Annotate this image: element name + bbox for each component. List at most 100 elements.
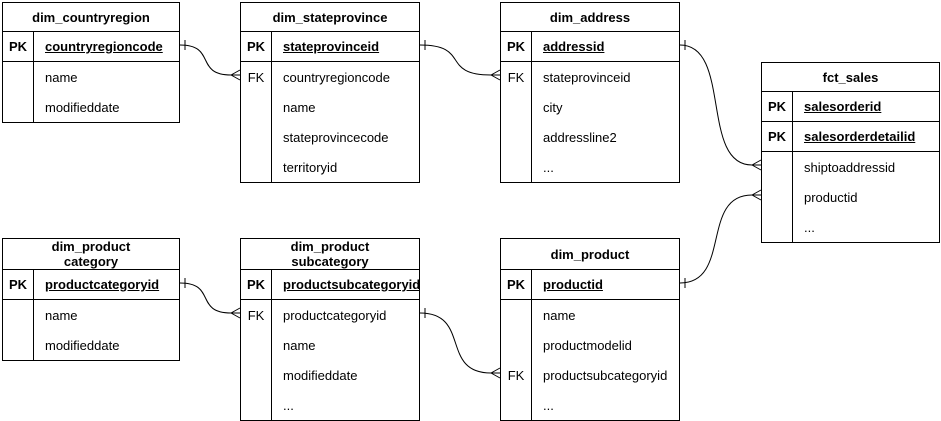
entity-title-line: dim_stateprovince — [272, 9, 388, 25]
field-name: stateprovinceid — [283, 39, 380, 54]
relationship-line — [179, 44, 232, 76]
key-badge-pk: PK — [762, 92, 793, 121]
many-crow-foot-marker — [751, 189, 762, 201]
field-name: productid — [543, 277, 603, 292]
key-cell-empty — [3, 330, 34, 360]
entity-row-_: ... — [762, 212, 939, 242]
key-badge-fk: FK — [501, 360, 532, 390]
field-name: modifieddate — [45, 99, 120, 115]
field-name: territoryid — [283, 159, 338, 175]
field-name: stateprovincecode — [283, 129, 389, 145]
entity-title: dim_product — [501, 239, 679, 270]
entity-title: dim_countryregion — [3, 3, 179, 32]
entity-title-line: fct_sales — [822, 69, 879, 85]
field-name: shiptoaddressid — [804, 159, 896, 175]
key-cell-empty — [501, 300, 532, 330]
key-cell-empty — [501, 330, 532, 360]
entity-row-modifieddate: modifieddate — [241, 360, 419, 390]
entity-row-name: name — [3, 300, 179, 330]
key-cell-empty — [762, 182, 793, 212]
entity-row-productsubcategoryid: PK productsubcategoryid — [241, 270, 419, 300]
key-cell-empty — [501, 122, 532, 152]
entity-row-productcategoryid: FK productcategoryid — [241, 300, 419, 330]
entity-row-productmodelid: productmodelid — [501, 330, 679, 360]
field-name: productmodelid — [543, 337, 632, 353]
many-crow-foot-marker — [751, 159, 762, 171]
field-name: salesorderdetailid — [804, 129, 916, 144]
field-name: ... — [543, 397, 554, 413]
field-name: modifieddate — [283, 367, 358, 383]
entity-title: fct_sales — [762, 63, 939, 92]
relationship-dim_product-to-fct_sales — [679, 189, 762, 288]
entity-row-name: name — [241, 92, 419, 122]
key-cell-empty — [3, 92, 34, 122]
key-cell-empty — [3, 62, 34, 92]
field-name: modifieddate — [45, 337, 120, 353]
many-crow-foot-marker — [230, 307, 241, 319]
entity-row-name: name — [241, 330, 419, 360]
key-badge-pk: PK — [3, 32, 34, 61]
relationship-line — [679, 194, 753, 284]
entity-row-stateprovinceid: PK stateprovinceid — [241, 32, 419, 62]
field-name: productsubcategoryid — [283, 277, 419, 292]
field-name: name — [543, 307, 576, 323]
field-name: stateprovinceid — [543, 69, 631, 85]
key-cell-empty — [241, 330, 272, 360]
entity-row-territoryid: territoryid — [241, 152, 419, 182]
field-name: name — [283, 337, 316, 353]
field-name: productcategoryid — [45, 277, 160, 292]
key-cell-empty — [241, 152, 272, 182]
entity-row-shiptoaddressid: shiptoaddressid — [762, 152, 939, 182]
relationship-line — [419, 312, 492, 374]
relationship-dim_product_category-to-dim_product_subcategory — [179, 278, 241, 319]
entity-row-city: city — [501, 92, 679, 122]
field-name: productcategoryid — [283, 307, 387, 323]
relationship-dim_product_subcategory-to-dim_product — [419, 308, 501, 379]
key-badge-fk: FK — [241, 300, 272, 330]
field-name: addressline2 — [543, 129, 617, 145]
key-badge-pk: PK — [762, 122, 793, 151]
entity-title: dim_address — [501, 3, 679, 32]
key-cell-empty — [241, 92, 272, 122]
entity-row-name: name — [3, 62, 179, 92]
relationship-dim_countryregion-to-dim_stateprovince — [179, 40, 241, 81]
field-name: name — [45, 307, 78, 323]
field-name: name — [283, 99, 316, 115]
field-name: city — [543, 99, 563, 115]
field-name: ... — [283, 397, 294, 413]
entity-row-addressline2: addressline2 — [501, 122, 679, 152]
key-badge-pk: PK — [241, 270, 272, 299]
field-name: countryregioncode — [283, 69, 390, 85]
entity-row-_: ... — [241, 390, 419, 420]
relationship-line — [179, 282, 232, 314]
key-cell-empty — [501, 152, 532, 182]
key-badge-pk: PK — [241, 32, 272, 61]
entity-row-stateprovincecode: stateprovincecode — [241, 122, 419, 152]
relationship-line — [679, 44, 753, 166]
key-cell-empty — [501, 390, 532, 420]
entity-title-line: dim_product — [550, 246, 630, 262]
entity-title-line: subcategory — [291, 254, 369, 269]
key-badge-pk: PK — [501, 32, 532, 61]
entity-row-countryregioncode: FK countryregioncode — [241, 62, 419, 92]
entity-title-line: dim_product — [51, 239, 131, 254]
entity-row-salesorderdetailid: PK salesorderdetailid — [762, 122, 939, 152]
key-cell-empty — [241, 122, 272, 152]
entity-row-_: ... — [501, 152, 679, 182]
key-cell-empty — [501, 92, 532, 122]
entity-title-line: category — [63, 254, 119, 269]
entity-title-line: dim_countryregion — [32, 9, 150, 25]
key-badge-fk: FK — [241, 62, 272, 92]
key-cell-empty — [3, 300, 34, 330]
